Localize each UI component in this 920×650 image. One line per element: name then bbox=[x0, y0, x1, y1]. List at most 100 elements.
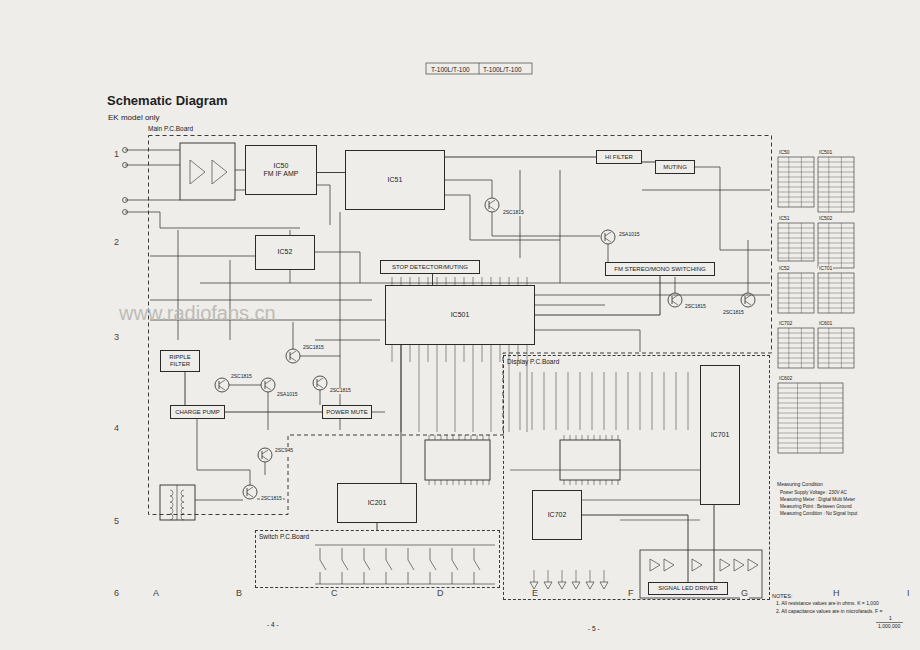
circuit-wire bbox=[437, 277, 438, 285]
transistor-symbol bbox=[672, 296, 673, 304]
voltage-table bbox=[778, 293, 814, 294]
circuit-wire bbox=[535, 295, 770, 296]
voltage-table bbox=[818, 238, 854, 239]
part-number: 2SC1815 bbox=[329, 388, 352, 394]
voltage-table bbox=[778, 383, 843, 453]
voltage-table bbox=[818, 278, 854, 279]
transistor-symbol bbox=[219, 381, 220, 389]
voltage-table bbox=[818, 293, 854, 294]
transistor-symbol bbox=[290, 352, 291, 360]
circuit-wire bbox=[401, 345, 402, 432]
ic-package bbox=[190, 160, 205, 184]
transistor-symbol bbox=[262, 451, 263, 459]
ic-package bbox=[453, 435, 454, 440]
part-number: 2SC1815 bbox=[230, 374, 253, 380]
transistor-symbol bbox=[219, 380, 225, 384]
ic-package bbox=[459, 435, 460, 440]
grid-row-number: 1 bbox=[113, 150, 120, 160]
part-number: 2SC1815 bbox=[502, 210, 525, 216]
grid-column-letter: B bbox=[235, 589, 243, 599]
wire-connector bbox=[642, 162, 655, 163]
circuit-wire bbox=[392, 277, 393, 285]
block-function: FM IF AMP bbox=[264, 170, 299, 178]
circuit-wire bbox=[518, 277, 519, 285]
switch-symbol bbox=[452, 548, 453, 560]
watermark: www.radiofans.cn bbox=[118, 302, 277, 324]
voltage-table bbox=[778, 343, 814, 344]
voltage-table bbox=[818, 207, 854, 208]
ic-package bbox=[576, 435, 577, 440]
table-heading: IC52 bbox=[778, 266, 791, 272]
ic-block: IC52 bbox=[255, 235, 315, 270]
ic-package bbox=[606, 480, 607, 485]
switch-symbol bbox=[474, 560, 480, 570]
voltage-table bbox=[818, 338, 854, 339]
voltage-table bbox=[820, 383, 821, 453]
ic-package bbox=[441, 435, 442, 440]
voltage-table bbox=[818, 273, 854, 313]
block-label: IC701 bbox=[711, 431, 730, 439]
voltage-table bbox=[818, 172, 854, 173]
table-heading: IC602 bbox=[778, 376, 793, 382]
transistor-symbol bbox=[262, 450, 268, 454]
voltage-table bbox=[778, 167, 814, 168]
driver-symbol bbox=[664, 559, 674, 571]
circuit-wire bbox=[464, 345, 465, 362]
switch-symbol bbox=[364, 548, 365, 560]
model-header: T-100L/T-100 bbox=[430, 66, 471, 73]
circuit-wire bbox=[535, 330, 640, 352]
circuit-wire bbox=[491, 277, 492, 285]
circuit-wire bbox=[640, 372, 641, 430]
switch-symbol bbox=[320, 572, 321, 584]
circuit-wire bbox=[748, 240, 749, 293]
led-symbol bbox=[572, 582, 580, 589]
voltage-table bbox=[818, 263, 854, 264]
ic-package bbox=[483, 480, 484, 485]
circuit-wire bbox=[688, 372, 689, 430]
voltage-table bbox=[778, 278, 814, 279]
ic-package bbox=[582, 480, 583, 485]
ic-package bbox=[560, 440, 620, 480]
table-heading: IC51 bbox=[778, 216, 791, 222]
board-region: Display P.C.BoardIC701IC702SIGNAL LED DR… bbox=[503, 355, 770, 600]
switch-symbol bbox=[364, 560, 370, 570]
switch-symbol bbox=[342, 560, 348, 570]
circuit-wire bbox=[195, 500, 243, 501]
wire-connector bbox=[317, 172, 345, 173]
block-label: IC702 bbox=[548, 511, 567, 519]
driver-symbol bbox=[692, 559, 702, 571]
ic-package bbox=[447, 435, 448, 440]
grid-row-number: 6 bbox=[113, 589, 120, 599]
switch-symbol bbox=[364, 572, 365, 584]
circuit-wire bbox=[197, 419, 250, 485]
voltage-table bbox=[818, 298, 854, 299]
voltage-table bbox=[788, 273, 789, 313]
circuit-wire bbox=[315, 340, 380, 341]
wire-connector bbox=[401, 345, 402, 483]
voltage-table bbox=[778, 298, 814, 299]
voltage-table bbox=[778, 388, 843, 389]
circuit-wire bbox=[235, 170, 245, 171]
circuit-wire bbox=[500, 277, 501, 285]
fraction-number: 1,000,000 bbox=[877, 624, 901, 630]
voltage-table bbox=[818, 348, 854, 349]
circuit-wire bbox=[265, 462, 266, 475]
voltage-table bbox=[778, 358, 814, 359]
transistor-symbol bbox=[745, 296, 746, 304]
fraction-bar bbox=[876, 622, 903, 623]
board-region: Main P.C.BoardIC50FM IF AMPIC51IC52HI FI… bbox=[148, 135, 772, 515]
switch-symbol bbox=[408, 572, 409, 584]
voltage-table bbox=[788, 157, 789, 207]
voltage-table bbox=[818, 187, 854, 188]
transistor-symbol bbox=[317, 379, 318, 387]
driver-symbol bbox=[720, 559, 730, 571]
transistor-symbol bbox=[605, 232, 611, 236]
circuit-wire bbox=[229, 385, 261, 386]
power-transformer bbox=[181, 508, 184, 514]
transistor-symbol bbox=[672, 295, 678, 299]
voltage-table bbox=[788, 328, 789, 368]
voltage-table bbox=[778, 338, 814, 339]
transistor-symbol bbox=[258, 448, 272, 462]
power-transformer bbox=[181, 502, 184, 508]
